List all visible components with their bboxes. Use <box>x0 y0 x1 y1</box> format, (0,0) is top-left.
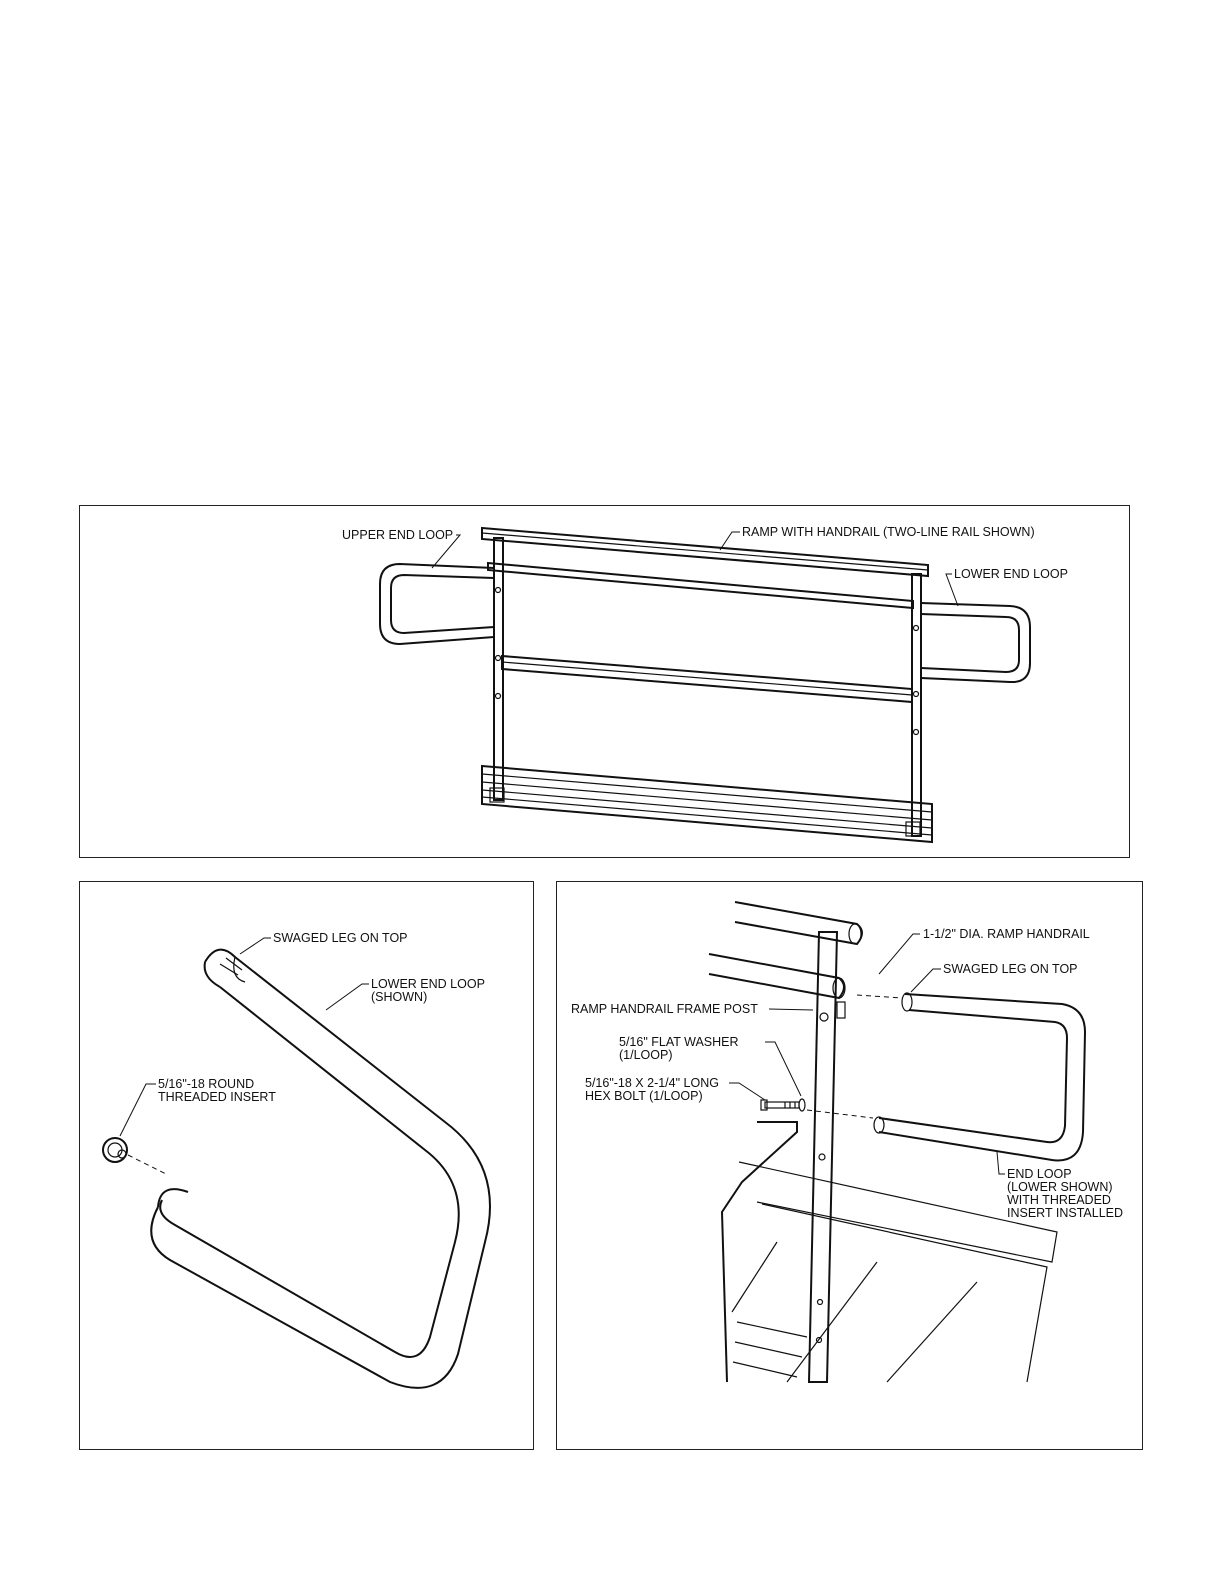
leader-end-loop <box>996 1151 1005 1175</box>
label-lower-end-loop-1: LOWER END LOOP <box>371 977 485 991</box>
leader-swaged-leg <box>239 937 271 955</box>
leader-handrail <box>878 933 920 975</box>
leader-ramp-with-handrail <box>719 531 740 551</box>
threaded-insert <box>102 1137 128 1163</box>
label-end-loop-2: (LOWER SHOWN) <box>1007 1180 1113 1194</box>
lower-handrail-tube <box>708 953 846 1000</box>
leader-washer <box>765 1041 802 1097</box>
insert-alignment-line <box>127 1154 167 1175</box>
label-handrail: 1-1/2" DIA. RAMP HANDRAIL <box>923 927 1090 941</box>
label-bolt-2: HEX BOLT (1/LOOP) <box>585 1089 703 1103</box>
ramp-handrail-overview-drawing: UPPER END LOOP RAMP WITH HANDRAIL (TWO-L… <box>342 525 1068 844</box>
lower-end-loop-detail-drawing: SWAGED LEG ON TOP LOWER END LOOP (SHOWN)… <box>102 931 491 1389</box>
lower-end-loop-tube <box>150 948 491 1389</box>
label-swaged-leg-right: SWAGED LEG ON TOP <box>943 962 1078 976</box>
leader-insert <box>119 1083 156 1137</box>
swaged-alignment-line <box>856 994 903 999</box>
frame-post <box>807 931 846 1383</box>
upper-handrail-tube <box>734 901 863 946</box>
end-loop <box>873 992 1087 1162</box>
label-ramp-with-handrail: RAMP WITH HANDRAIL (TWO-LINE RAIL SHOWN) <box>742 525 1035 539</box>
end-loop-installation-panel: 1-1/2" DIA. RAMP HANDRAIL SWAGED LEG ON … <box>556 881 1143 1450</box>
label-washer-2: (1/LOOP) <box>619 1048 673 1062</box>
flat-washer <box>798 1098 806 1112</box>
leader-bolt <box>729 1082 766 1101</box>
end-loop-installation-drawing: 1-1/2" DIA. RAMP HANDRAIL SWAGED LEG ON … <box>571 901 1123 1383</box>
label-upper-end-loop: UPPER END LOOP <box>342 528 453 542</box>
label-insert-2: THREADED INSERT <box>158 1090 276 1104</box>
leader-frame-post <box>768 1008 814 1011</box>
frame-post-right <box>911 573 922 837</box>
lower-end-loop-detail-panel: SWAGED LEG ON TOP LOWER END LOOP (SHOWN)… <box>79 881 534 1450</box>
label-washer-1: 5/16" FLAT WASHER <box>619 1035 739 1049</box>
label-end-loop-3: WITH THREADED <box>1007 1193 1111 1207</box>
label-end-loop-4: INSERT INSTALLED <box>1007 1206 1123 1220</box>
label-lower-end-loop: LOWER END LOOP <box>954 567 1068 581</box>
leader-lower-end-loop <box>945 573 959 607</box>
mid-rail <box>501 654 913 704</box>
label-swaged-leg: SWAGED LEG ON TOP <box>273 931 408 945</box>
label-insert-1: 5/16"-18 ROUND <box>158 1077 254 1091</box>
upper-end-loop <box>379 562 495 646</box>
label-end-loop-1: END LOOP <box>1007 1167 1072 1181</box>
label-bolt-1: 5/16"-18 X 2-1/4" LONG <box>585 1076 719 1090</box>
label-frame-post: RAMP HANDRAIL FRAME POST <box>571 1002 758 1016</box>
ramp-base <box>481 764 933 844</box>
top-handrail <box>481 526 929 578</box>
bolt-alignment-line <box>806 1109 874 1119</box>
ramp-surface <box>720 1121 1058 1383</box>
label-lower-end-loop-2: (SHOWN) <box>371 990 427 1004</box>
leader-swaged-leg-right <box>910 968 941 993</box>
lower-end-loop <box>920 602 1031 684</box>
leader-lower-end-loop <box>325 983 369 1011</box>
hex-bolt <box>760 1099 800 1111</box>
leader-upper-end-loop <box>431 534 462 569</box>
ramp-handrail-overview-panel: UPPER END LOOP RAMP WITH HANDRAIL (TWO-L… <box>79 505 1130 858</box>
